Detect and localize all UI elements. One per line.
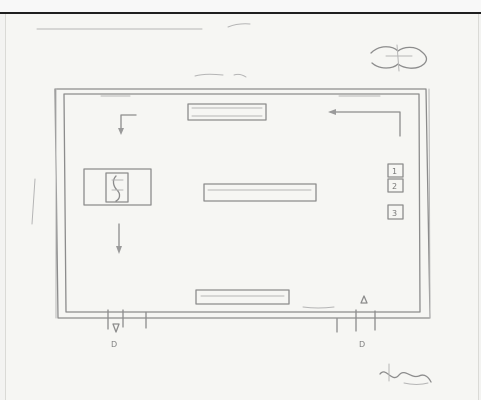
corner-signature [379, 363, 432, 385]
center-label-box [203, 183, 317, 202]
right-equipment-stack: 1 2 3 [387, 163, 404, 220]
title-underline [36, 23, 251, 30]
svg-text:D: D [111, 340, 117, 349]
room-outline [54, 88, 431, 319]
bottom-right-door: D [302, 295, 376, 349]
top-scan-border [0, 0, 481, 14]
dimension-side-mark [31, 178, 36, 225]
svg-text:2: 2 [392, 182, 397, 191]
paper-sheet [5, 14, 479, 400]
left-entry-arrows [116, 114, 137, 254]
left-storage-box [83, 168, 152, 206]
right-entry-arrow [328, 109, 401, 137]
dimension-top-mark [194, 73, 247, 78]
bottom-label-box [195, 289, 290, 305]
compass-icon [370, 44, 428, 72]
svg-text:1: 1 [392, 167, 397, 176]
svg-text:D: D [359, 340, 365, 349]
stage-box [187, 103, 267, 121]
bottom-left-door: D [107, 309, 147, 349]
svg-text:3: 3 [392, 209, 397, 218]
